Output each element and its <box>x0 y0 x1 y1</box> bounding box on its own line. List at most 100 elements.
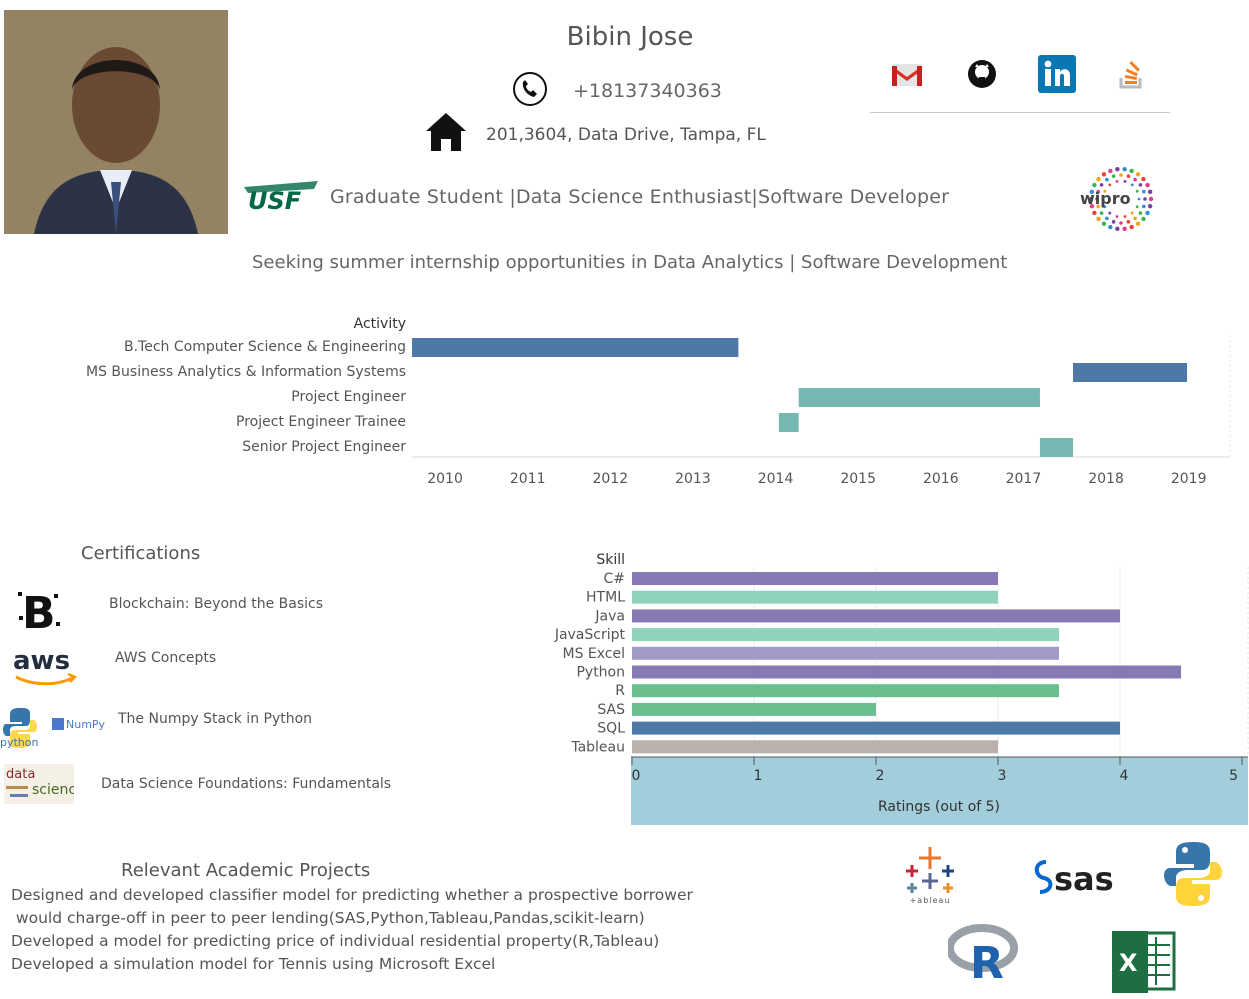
skill-label: R <box>615 683 625 699</box>
wipro-dot <box>1115 167 1120 172</box>
wipro-dot <box>1105 216 1109 221</box>
python-icon-text: python <box>0 736 39 749</box>
skills-tick-label: 3 <box>998 768 1007 784</box>
wipro-dot <box>1138 211 1143 215</box>
wipro-dot <box>1141 216 1146 222</box>
python-numpy-icon: python NumPy <box>0 706 110 754</box>
activity-tick-label: 2011 <box>510 471 546 487</box>
skill-bar <box>632 665 1181 679</box>
skill-bar <box>632 721 1120 735</box>
wipro-dot <box>1089 203 1095 209</box>
cert-label: Data Science Foundations: Fundamentals <box>101 776 392 792</box>
activity-bar <box>1073 363 1188 382</box>
wipro-dot <box>1129 224 1134 230</box>
skill-label: Java <box>594 608 625 624</box>
skill-bar <box>632 684 1059 698</box>
header-divider <box>870 112 1170 113</box>
excel-logo-text: X <box>1119 949 1138 977</box>
aws-icon-text: aws <box>13 646 70 676</box>
linkedin-icon[interactable] <box>1038 55 1076 97</box>
wipro-dot <box>1088 196 1094 202</box>
skills-tick-label: 2 <box>876 768 885 784</box>
r-logo-text: R <box>970 938 1004 980</box>
wipro-dot <box>1108 168 1113 174</box>
wipro-dot <box>1115 226 1120 231</box>
tableau-logo: +ableau <box>900 843 960 909</box>
tableau-logo-text: +ableau <box>910 896 951 905</box>
wipro-dot <box>1103 205 1107 209</box>
project-line: Developed a model for predicting price o… <box>11 932 660 950</box>
seeking-statement: Seeking summer internship opportunities … <box>252 252 1008 273</box>
usf-logo: USF <box>240 175 322 215</box>
skills-tick-label: 4 <box>1120 768 1129 784</box>
wipro-logo-text: wipro <box>1080 189 1131 208</box>
wipro-dot <box>1089 189 1095 195</box>
wipro-dot <box>1147 189 1153 195</box>
project-line: Designed and developed classifier model … <box>11 886 693 904</box>
python-logo <box>1160 840 1226 912</box>
wipro-dot <box>1092 210 1097 216</box>
wipro-dot <box>1135 172 1141 177</box>
activity-axis-title: Activity <box>354 316 406 332</box>
wipro-dot <box>1135 205 1139 209</box>
wipro-dot <box>1105 177 1109 182</box>
wipro-dot <box>1133 177 1137 182</box>
wipro-dot <box>1148 196 1154 202</box>
skill-label: Python <box>576 665 625 681</box>
activity-bar <box>1039 438 1074 457</box>
gmail-icon[interactable] <box>890 58 924 94</box>
wipro-dot <box>1099 183 1104 187</box>
numpy-icon-text: NumPy <box>66 718 106 731</box>
skill-bar <box>632 740 998 754</box>
data-science-icon-text: data <box>6 767 35 782</box>
wipro-dot <box>1142 204 1146 209</box>
activity-tick-label: 2019 <box>1171 471 1207 487</box>
wipro-dot <box>1145 182 1150 188</box>
project-line: would charge-off in peer to peer lending… <box>11 909 645 927</box>
activity-tick-label: 2016 <box>923 471 959 487</box>
profile-photo <box>4 10 228 234</box>
skill-bar <box>632 572 998 585</box>
skill-label: Tableau <box>570 739 625 755</box>
skill-bar <box>632 628 1059 642</box>
wipro-dot <box>1092 182 1097 188</box>
github-icon[interactable] <box>966 58 998 94</box>
wipro-dot <box>1143 197 1147 201</box>
wipro-dot <box>1101 197 1105 201</box>
skill-label: C# <box>603 571 625 587</box>
wipro-dot <box>1123 180 1127 183</box>
skill-bar <box>632 702 876 716</box>
wipro-dot <box>1133 216 1137 221</box>
wipro-dot <box>1141 176 1146 182</box>
cert-label: Blockchain: Beyond the Basics <box>109 596 324 612</box>
wipro-dot <box>1103 189 1107 193</box>
tagline: Graduate Student |Data Science Enthusias… <box>330 186 950 208</box>
wipro-dot <box>1130 183 1134 187</box>
sas-logo-text: sas <box>1054 860 1114 898</box>
stackoverflow-icon[interactable] <box>1118 58 1146 94</box>
skill-label: HTML <box>586 590 625 606</box>
activity-chart: Activity B.Tech Computer Science & Engin… <box>86 316 1231 487</box>
cert-label: The Numpy Stack in Python <box>118 711 313 727</box>
wipro-dot <box>1135 221 1141 226</box>
r-logo: R <box>946 924 1024 989</box>
sas-logo: sas <box>1032 858 1118 902</box>
wipro-dot <box>1108 211 1112 215</box>
cert-label: AWS Concepts <box>115 650 217 666</box>
activity-tick-label: 2017 <box>1006 471 1042 487</box>
phone-number[interactable]: +18137340363 <box>573 80 722 102</box>
wipro-dot <box>1115 215 1119 218</box>
project-line: Developed a simulation model for Tennis … <box>11 955 496 973</box>
phone-icon <box>512 71 548 111</box>
skill-label: MS Excel <box>562 646 625 662</box>
wipro-dot <box>1142 189 1146 194</box>
wipro-dot <box>1122 226 1127 231</box>
wipro-dot <box>1111 174 1116 178</box>
wipro-dot <box>1115 180 1119 183</box>
wipro-dot <box>1108 183 1112 187</box>
wipro-dot <box>1126 174 1131 178</box>
skills-tick-label: 0 <box>632 768 641 784</box>
data-science-icon: data science <box>4 764 85 808</box>
activity-row-label: Project Engineer Trainee <box>236 414 406 430</box>
wipro-dot <box>1137 197 1141 201</box>
